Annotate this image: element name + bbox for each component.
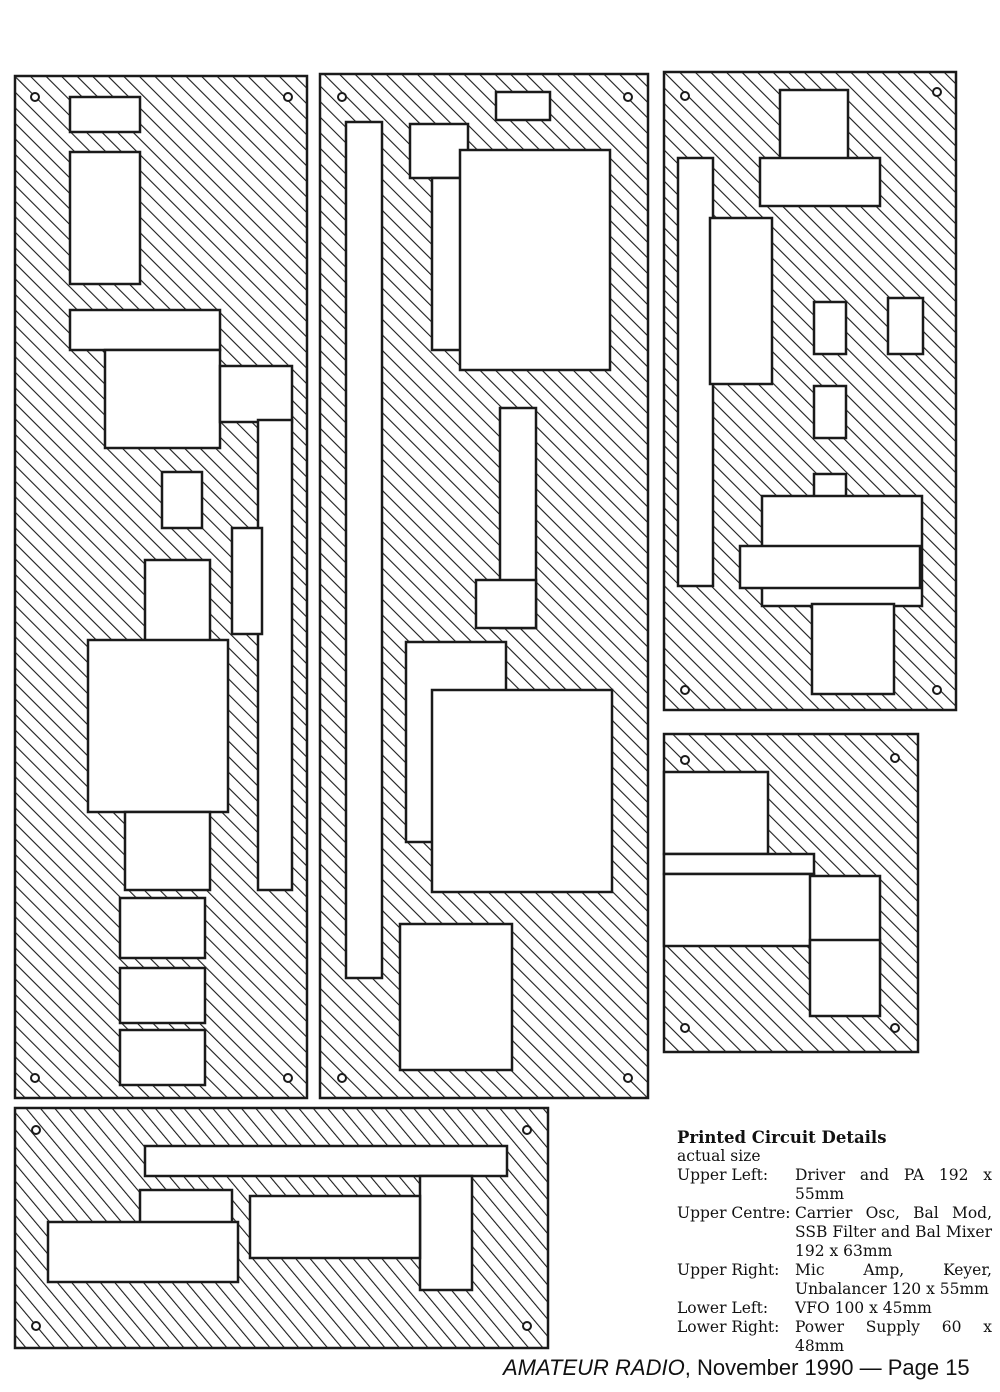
caption-label: Lower Left: <box>677 1299 769 1317</box>
caption-row: Upper Left: Driver and PA 192 x 55mm <box>677 1166 992 1204</box>
pcb-caption: Printed Circuit Details actual size Uppe… <box>677 1128 992 1356</box>
caption-title: Printed Circuit Details <box>677 1128 887 1147</box>
magazine-name: AMATEUR RADIO <box>503 1355 685 1380</box>
caption-subtitle: actual size <box>677 1147 761 1165</box>
caption-text: Mic Amp, Keyer, Unbalancer 120 x 55mm <box>795 1261 992 1298</box>
board-upper-right <box>662 70 958 712</box>
caption-label: Upper Centre: <box>677 1204 791 1222</box>
caption-row: Upper Centre: Carrier Osc, Bal Mod, SSB … <box>677 1204 992 1261</box>
caption-text: Power Supply 60 x 48mm <box>795 1318 992 1355</box>
board-lower-right <box>662 732 920 1054</box>
board-upper-left <box>13 74 309 1100</box>
board-lower-left <box>13 1106 550 1350</box>
caption-row: Lower Right: Power Supply 60 x 48mm <box>677 1318 992 1356</box>
board-upper-centre <box>318 72 650 1100</box>
caption-row: Upper Right: Mic Amp, Keyer, Unbalancer … <box>677 1261 992 1299</box>
caption-label: Upper Left: <box>677 1166 769 1184</box>
issue-page: , November 1990 — Page 15 <box>684 1355 970 1380</box>
caption-text: Carrier Osc, Bal Mod, SSB Filter and Bal… <box>795 1204 992 1260</box>
caption-text: Driver and PA 192 x 55mm <box>795 1166 992 1203</box>
caption-text: VFO 100 x 45mm <box>795 1299 932 1317</box>
caption-label: Upper Right: <box>677 1261 780 1279</box>
caption-row: Lower Left: VFO 100 x 45mm <box>677 1299 992 1318</box>
page-footer: AMATEUR RADIO, November 1990 — Page 15 <box>503 1355 988 1381</box>
caption-label: Lower Right: <box>677 1318 780 1336</box>
